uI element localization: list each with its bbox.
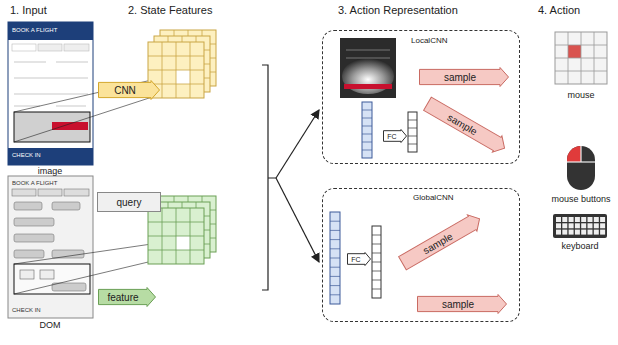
query-box: query (97, 192, 161, 212)
arrow-shape (384, 130, 407, 143)
arrow-shape (398, 211, 485, 272)
arrow-shape (423, 96, 510, 157)
vector-column (362, 102, 372, 158)
node-text: LocalCNN (411, 36, 447, 45)
node-text: CNN (114, 85, 136, 96)
arrow-shape (348, 253, 371, 266)
node-text: sample (444, 72, 476, 83)
caption-label: CHECK IN (12, 152, 41, 159)
sample-arrow: sample (397, 210, 485, 272)
node-text: FC (387, 133, 396, 140)
vector-column (372, 226, 381, 298)
caption-label: BOOK A FLIGHT (12, 180, 57, 187)
local-crop (340, 38, 396, 98)
sample-arrow: sample (422, 95, 510, 157)
globalcnn-group: GlobalCNN FC sample sample (322, 188, 520, 322)
feature-arrow: feature (98, 287, 156, 307)
caption-label: mouse buttons (551, 195, 610, 205)
feature-map (148, 208, 204, 264)
action-grid (555, 32, 607, 84)
node-text: query (116, 197, 141, 208)
column-heading: 2. State Features (128, 4, 212, 16)
fan-arrow (276, 178, 319, 262)
mouse-icon (567, 146, 595, 190)
keyboard-icon (553, 214, 607, 238)
caption-label: keyboard (561, 242, 598, 252)
node-text: feature (107, 292, 138, 303)
column-heading: 4. Action (538, 4, 580, 16)
caption-label: image (38, 167, 63, 177)
node-text: sample (442, 299, 474, 310)
box-shape (98, 193, 161, 212)
cnn-arrow: CNN (98, 80, 160, 100)
arrow-shape (420, 68, 509, 87)
caption-label: BOOK A FLIGHT (12, 27, 57, 34)
node-text: GlobalCNN (413, 193, 453, 202)
vector-column (330, 212, 340, 304)
arrow-shape (99, 81, 160, 100)
localcnn-group: LocalCNN FC sample sample (322, 30, 520, 164)
sample-arrow: sample (417, 294, 507, 314)
vector-column (408, 112, 417, 152)
column-heading: 1. Input (10, 4, 47, 16)
fan-arrow (276, 110, 319, 178)
arrow-shape (418, 295, 507, 314)
arrow-shape (99, 288, 156, 307)
bracket (262, 65, 276, 290)
caption-label: mouse (567, 91, 594, 101)
column-heading: 3. Action Representation (338, 4, 458, 16)
node-text: FC (351, 256, 360, 263)
fc-arrow: FC (347, 252, 371, 266)
caption-label: DOM (40, 321, 61, 331)
caption-label: CHECK IN (12, 307, 41, 314)
fc-arrow: FC (383, 129, 407, 143)
sample-arrow: sample (419, 67, 509, 87)
